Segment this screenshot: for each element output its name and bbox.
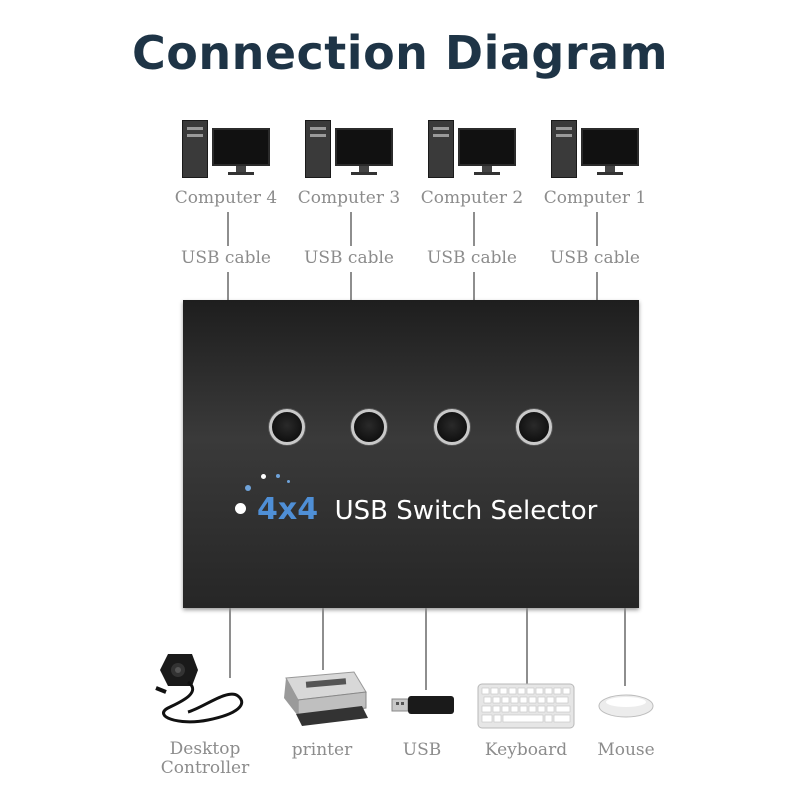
computer-3-label: Computer 3	[297, 188, 401, 208]
printer-icon	[284, 671, 368, 726]
usb-cable-label: USB cable	[550, 248, 640, 268]
computer-3-icon	[305, 116, 405, 180]
cable-line	[229, 608, 231, 678]
diagram-title: Connection Diagram	[131, 26, 669, 80]
usb-drive-icon	[391, 696, 454, 714]
port-button-2[interactable]	[351, 409, 387, 445]
cable-line	[526, 608, 528, 684]
usb-switch-box: 4x4 USB Switch Selector	[183, 300, 639, 608]
cable-line	[227, 272, 229, 300]
switch-model: 4x4	[257, 492, 319, 527]
device-label-mouse: Mouse	[597, 740, 655, 760]
cable-line	[596, 212, 598, 246]
computer-1-icon	[551, 116, 651, 180]
computer-2-label: Computer 2	[420, 188, 524, 208]
cable-line	[624, 608, 626, 686]
device-label-keyboard: Keyboard	[484, 740, 568, 760]
indicator-dot	[235, 503, 246, 514]
cable-line	[473, 212, 475, 246]
desktop-controller-icon	[155, 654, 244, 724]
indicator-dot	[276, 474, 280, 478]
device-label-line: Controller	[160, 758, 250, 778]
mouse-icon	[598, 694, 654, 718]
port-button-3[interactable]	[434, 409, 470, 445]
port-button-1[interactable]	[269, 409, 305, 445]
computer-2-icon	[428, 116, 528, 180]
indicator-dot	[245, 485, 251, 491]
indicator-dot	[287, 480, 290, 483]
indicator-dot	[261, 474, 266, 479]
computer-4-label: Computer 4	[174, 188, 278, 208]
switch-name: USB Switch Selector	[334, 496, 598, 526]
switch-brand: 4x4 USB Switch Selector	[257, 492, 597, 527]
device-label-printer: printer	[291, 740, 353, 760]
device-label-line: Desktop	[169, 739, 241, 759]
cable-line	[322, 608, 324, 670]
cable-line	[350, 212, 352, 246]
cable-line	[473, 272, 475, 300]
cable-line	[425, 608, 427, 690]
computer-1-label: Computer 1	[543, 188, 647, 208]
usb-cable-label: USB cable	[181, 248, 271, 268]
cable-line	[227, 212, 229, 246]
cable-line	[350, 272, 352, 300]
keyboard-icon	[477, 683, 575, 729]
usb-cable-label: USB cable	[427, 248, 517, 268]
port-button-4[interactable]	[516, 409, 552, 445]
computer-4-icon	[182, 116, 282, 180]
device-label-desktop-controller: Desktop Controller	[150, 740, 260, 778]
cable-line	[596, 272, 598, 300]
device-label-usb: USB	[402, 740, 442, 760]
usb-cable-label: USB cable	[304, 248, 394, 268]
